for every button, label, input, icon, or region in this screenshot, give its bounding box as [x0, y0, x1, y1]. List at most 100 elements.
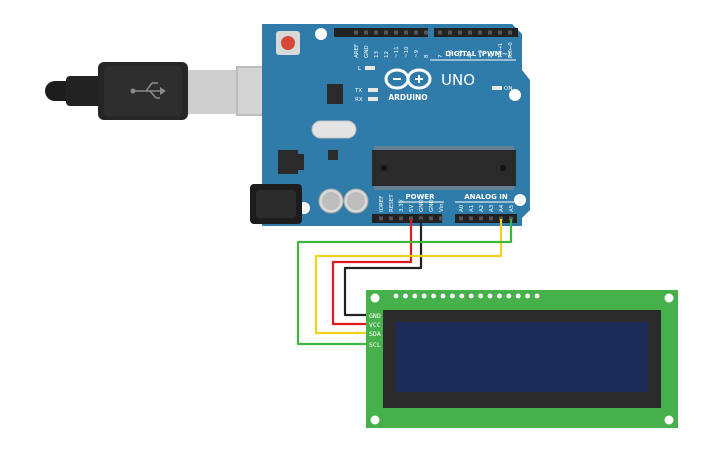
led-tx [368, 88, 378, 92]
header-hole[interactable] [404, 30, 408, 35]
header-hole[interactable] [479, 216, 483, 221]
lcd-top-pins [393, 293, 540, 299]
chip-pins-top [374, 146, 514, 150]
digital-pin-label: 13 [374, 51, 380, 58]
led-tx-label: TX [354, 88, 362, 94]
header-hole[interactable] [384, 30, 388, 35]
header-hole[interactable] [364, 30, 368, 35]
analog-pin-label: A3 [489, 204, 495, 212]
mounting-hole [315, 28, 327, 40]
header-hole[interactable] [468, 30, 472, 35]
lcd-top-pad [403, 293, 408, 299]
led-l [365, 66, 375, 70]
header-hole[interactable] [448, 30, 452, 35]
digital-header-left [334, 28, 428, 37]
usb-cable-boot [66, 76, 102, 106]
header-hole[interactable] [508, 30, 512, 35]
led-on [492, 86, 502, 90]
header-hole[interactable] [469, 216, 473, 221]
power-pin-label: IOREF [379, 196, 385, 212]
digital-pin-label: TX→1 [498, 43, 504, 59]
led-rx-label: RX [355, 97, 363, 103]
header-hole[interactable] [389, 216, 393, 221]
lcd-pin-label: GND [369, 312, 381, 320]
power-pin-label: Vin [439, 203, 445, 212]
header-hole[interactable] [424, 30, 428, 35]
header-hole[interactable] [489, 216, 493, 221]
header-hole[interactable] [498, 30, 502, 35]
lcd-top-pad [440, 293, 446, 299]
digital-pin-label: 12 [384, 51, 390, 58]
atmega-chip [372, 150, 516, 186]
digital-pin-label: ~11 [394, 46, 400, 58]
analog-header [455, 214, 517, 223]
wire-5v-vcc[interactable] [331, 219, 413, 326]
lcd-top-pad [478, 293, 483, 299]
digital-header-right [434, 28, 518, 37]
mounting-hole [664, 293, 674, 303]
reset-button[interactable] [281, 36, 295, 50]
crystal-oscillator [311, 120, 357, 139]
wire-a4-sda[interactable] [314, 219, 503, 335]
model-label: UNO [441, 71, 475, 89]
header-hole[interactable] [409, 216, 413, 221]
power-pin-label: RESET [389, 194, 395, 212]
header-hole[interactable] [374, 30, 378, 35]
header-hole[interactable] [429, 216, 433, 221]
chip-notch [381, 165, 387, 171]
power-header [372, 214, 442, 223]
header-hole[interactable] [414, 30, 418, 35]
header-hole[interactable] [394, 30, 398, 35]
brand-label: ARDUINO [388, 93, 427, 102]
power-pin-label: 3.3V [399, 199, 405, 212]
digital-pin-label: 8 [424, 54, 430, 58]
voltage-regulator [278, 150, 298, 174]
mounting-hole [370, 293, 380, 303]
digital-pin-label: AREF [354, 44, 360, 58]
header-hole[interactable] [509, 216, 513, 221]
header-hole[interactable] [488, 30, 492, 35]
lcd-top-pad [534, 293, 540, 299]
header-hole[interactable] [438, 30, 442, 35]
header-hole[interactable] [458, 30, 462, 35]
header-hole[interactable] [439, 216, 443, 221]
arduino-infinity-logo-icon [384, 68, 432, 90]
voltage-regulator-tab [298, 154, 304, 170]
lcd-top-pad [487, 293, 493, 299]
wire-a5-scl[interactable] [296, 219, 513, 346]
header-hole[interactable] [419, 216, 423, 221]
lcd-pin-label: SDA [369, 330, 381, 338]
lcd-top-pad [525, 293, 530, 299]
lcd-screen [396, 322, 648, 392]
digital-header-label: DIGITAL (PWM~) [445, 50, 510, 58]
analog-pin-label: A4 [499, 204, 505, 212]
mounting-hole [370, 415, 380, 425]
power-header-label: POWER [406, 193, 436, 201]
header-hole[interactable] [399, 216, 403, 221]
header-hole[interactable] [379, 216, 383, 221]
header-hole[interactable] [499, 216, 503, 221]
header-hole[interactable] [354, 30, 358, 35]
capacitor-top [322, 192, 340, 210]
digital-pin-label: ~5 [458, 49, 464, 58]
header-hole[interactable] [459, 216, 463, 221]
mounting-hole [664, 415, 674, 425]
lcd-top-pad [515, 293, 521, 299]
header-hole[interactable] [478, 30, 482, 35]
analog-pin-label: A2 [479, 205, 485, 212]
lcd-top-pad [393, 293, 399, 299]
usb-metal-shell [188, 70, 240, 114]
power-pin-label: 5V [409, 205, 415, 212]
chip-pin1 [500, 165, 506, 171]
lcd-top-pad [412, 293, 418, 299]
wire-gnd-gnd[interactable] [343, 219, 423, 317]
analog-pin-label: A0 [459, 204, 465, 212]
lcd-top-pad [421, 293, 427, 299]
